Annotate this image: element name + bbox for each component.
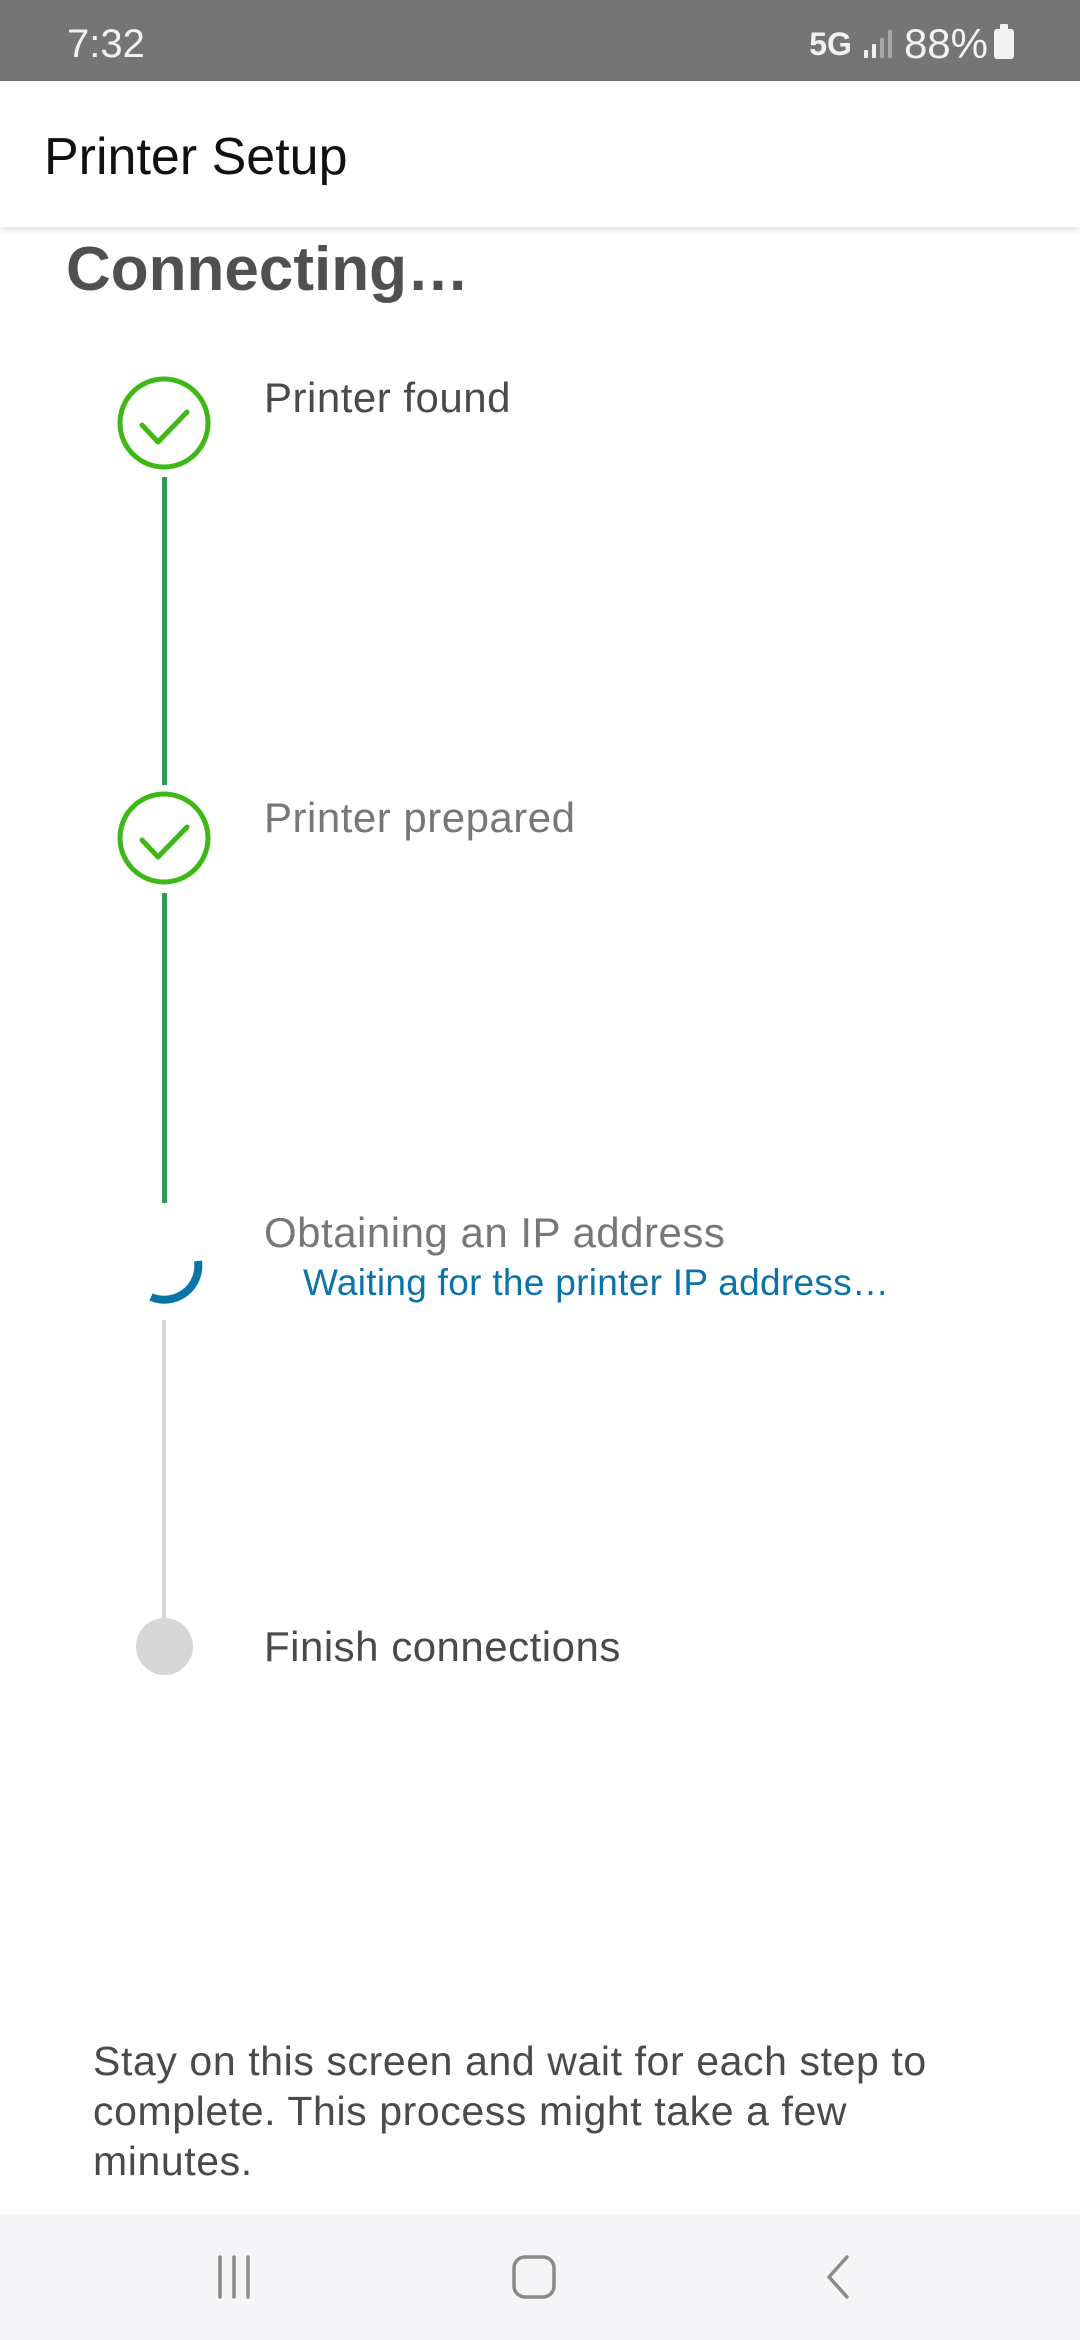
recents-button[interactable] (189, 2242, 279, 2312)
step-label-printer-prepared: Printer prepared (264, 794, 576, 841)
check-circle-icon (117, 376, 211, 470)
page-heading: Connecting… (66, 235, 469, 304)
step-sublabel-waiting-ip: Waiting for the printer IP address… (303, 1262, 890, 1303)
system-nav-bar (0, 2214, 1080, 2340)
home-icon (512, 2255, 556, 2299)
battery-percent: 88% (903, 20, 988, 67)
battery-icon (994, 24, 1014, 59)
signal-bars-icon (863, 30, 892, 58)
check-circle-icon (117, 791, 211, 885)
back-icon (827, 2255, 849, 2299)
status-bar: 7:32 5G 88% (0, 0, 1080, 81)
app-bar: Printer Setup (0, 81, 1080, 227)
status-indicators: 5G 88% (809, 20, 1014, 67)
footer-note: Stay on this screen and wait for each st… (93, 2038, 927, 2184)
step-label-finish-connections: Finish connections (264, 1623, 621, 1670)
app-title: Printer Setup (44, 128, 348, 186)
step-label-obtaining-ip: Obtaining an IP address (264, 1209, 726, 1256)
home-button[interactable] (489, 2242, 579, 2312)
step-label-printer-found: Printer found (264, 374, 511, 421)
step-connector (162, 477, 167, 785)
spinner-icon (149, 1260, 203, 1304)
recents-icon (218, 2255, 250, 2299)
pending-dot-icon (136, 1618, 193, 1675)
back-button[interactable] (793, 2242, 883, 2312)
step-connector (162, 893, 167, 1203)
status-time: 7:32 (67, 22, 145, 66)
step-connector (162, 1320, 166, 1620)
network-type: 5G (809, 25, 852, 62)
